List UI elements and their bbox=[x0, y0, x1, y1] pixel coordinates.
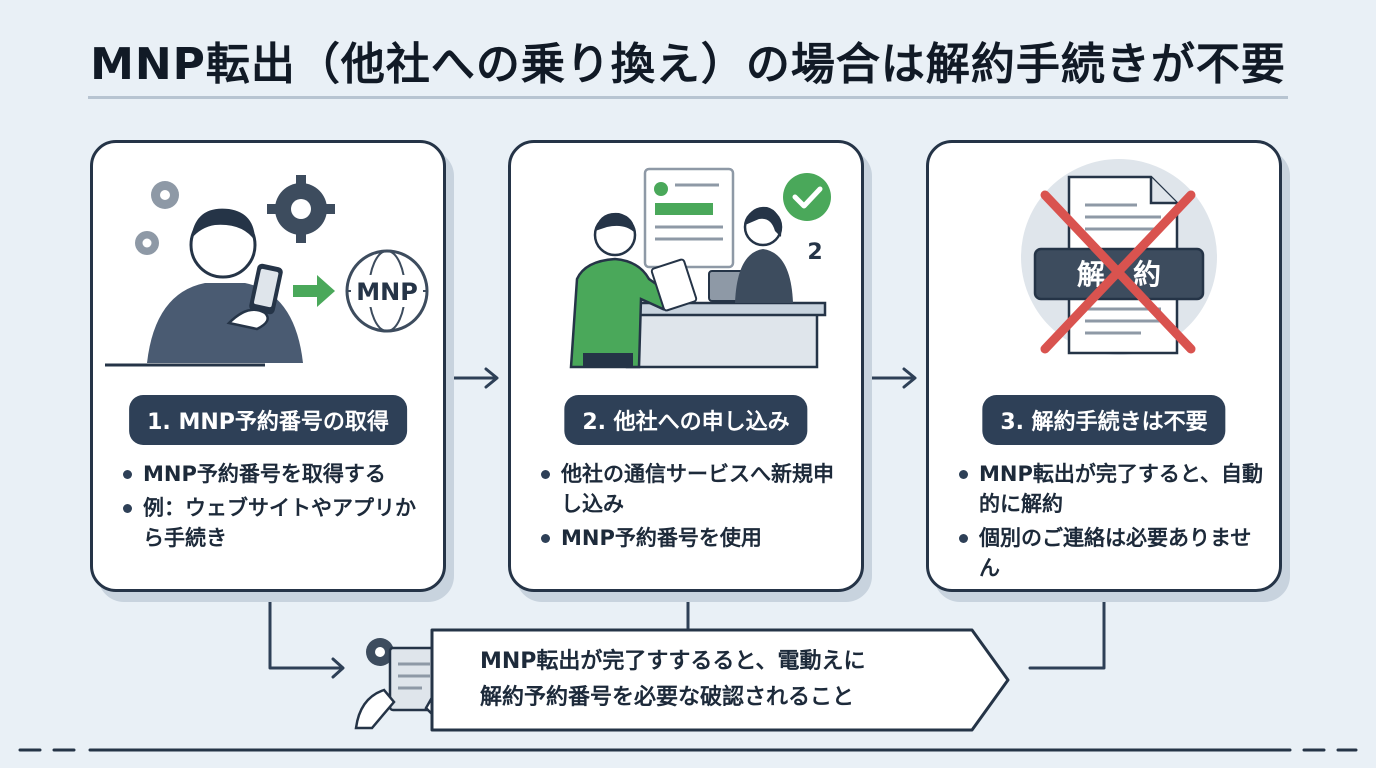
step-2-bullets: 他社の通信サービスへ新規申し込み MNP予約番号を使用 bbox=[537, 459, 853, 557]
person-phone-illustration: MNP bbox=[105, 175, 429, 367]
page-title: MNP転出（他社への乗り換え）の場合は解約手続きが不要 bbox=[90, 39, 1286, 90]
gear-icon bbox=[151, 181, 179, 209]
gear-icon bbox=[135, 231, 159, 255]
step-label-1: 1. MNP予約番号の取得 bbox=[129, 395, 407, 445]
title-divider bbox=[88, 96, 1288, 99]
step-card-1: MNP 1. MNP予約番号の取得 MNP予約番号を取得する 例：ウェブサイトや… bbox=[90, 140, 446, 592]
list-item: 個別のご連絡は必要ありません bbox=[955, 523, 1271, 583]
step-card-3: 解 約 3. 解約手続きは不要 MNP転出が完了すると、自動的に解約 個別のご連… bbox=[926, 140, 1282, 592]
step-label-2: 2. 他社への申し込み bbox=[564, 395, 808, 445]
list-item: MNP予約番号を取得する bbox=[119, 459, 435, 489]
step-number-mark: 2 bbox=[807, 240, 822, 265]
list-item: MNP予約番号を使用 bbox=[537, 523, 853, 553]
note-text: MNP転出が完了すするると、電動えに 解約予約番号を必要な破認されること bbox=[480, 644, 950, 716]
note-line-1: MNP転出が完了すするると、電動えに bbox=[480, 649, 866, 674]
check-circle-icon bbox=[783, 173, 831, 221]
step-card-2: 2 2. 他社への申し込み 他社の通信サービスへ新規申し込み MNP予約番号を使… bbox=[508, 140, 864, 592]
gear-icon bbox=[366, 638, 394, 666]
list-item: MNP転出が完了すると、自動的に解約 bbox=[955, 459, 1271, 519]
footer-dashed-line bbox=[18, 748, 1358, 752]
no-cancellation-illustration: 解 約 bbox=[1021, 159, 1217, 355]
step-label-3: 3. 解約手続きは不要 bbox=[982, 395, 1226, 445]
counter-application-illustration: 2 bbox=[569, 167, 831, 369]
step-3-bullets: MNP転出が完了すると、自動的に解約 個別のご連絡は必要ありません bbox=[955, 459, 1271, 587]
cross-icon bbox=[1040, 190, 1196, 354]
list-item: 他社の通信サービスへ新規申し込み bbox=[537, 459, 853, 519]
note-line-2: 解約予約番号を必要な破認されること bbox=[480, 685, 855, 710]
list-item: 例：ウェブサイトやアプリから手続き bbox=[119, 493, 435, 553]
step-1-bullets: MNP予約番号を取得する 例：ウェブサイトやアプリから手続き bbox=[119, 459, 435, 557]
mnp-globe-label: MNP bbox=[356, 278, 418, 306]
note-callout: MNP転出が完了すするると、電動えに 解約予約番号を必要な破認されること bbox=[428, 626, 1010, 734]
gear-icon bbox=[267, 175, 335, 243]
